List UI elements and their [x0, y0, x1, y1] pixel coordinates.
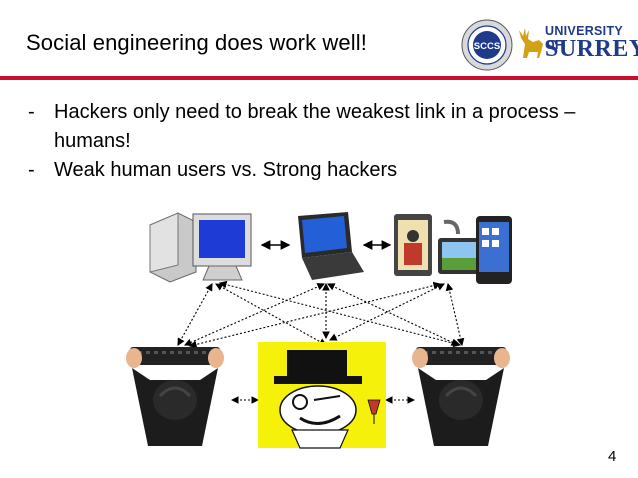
connection-lines: [177, 280, 465, 404]
title-rule: [0, 76, 638, 80]
sccs-logo: SCCS: [461, 19, 513, 71]
tablet-phone-icon: [394, 214, 512, 284]
hacker-icon: [412, 347, 510, 446]
bullet-text: Weak human users vs. Strong hackers: [54, 159, 398, 181]
bullet-item: - Hackers only need to break the weakest…: [28, 98, 618, 156]
desktop-computer-icon: [149, 212, 252, 283]
troll-hacker-icon: [258, 342, 386, 449]
hacker-icon: [126, 347, 224, 446]
bullet-text: Hackers only need to break the weakest l…: [54, 101, 576, 152]
sccs-logo-text: SCCS: [474, 41, 500, 52]
surrey-wordmark-line2: SURREY: [545, 36, 638, 62]
slide-title: Social engineering does work well!: [26, 30, 367, 55]
surrey-wordmark-line1: UNIVERSITY OF: [545, 24, 623, 52]
bullet-dash: -: [28, 159, 35, 181]
laptop-icon: [298, 212, 364, 280]
bullet-dash: -: [28, 101, 35, 123]
surrey-stag-logo: [519, 28, 543, 58]
bullet-item: - Weak human users vs. Strong hackers: [28, 156, 618, 185]
page-number: 4: [608, 448, 617, 465]
bullet-list: - Hackers only need to break the weakest…: [28, 98, 618, 185]
